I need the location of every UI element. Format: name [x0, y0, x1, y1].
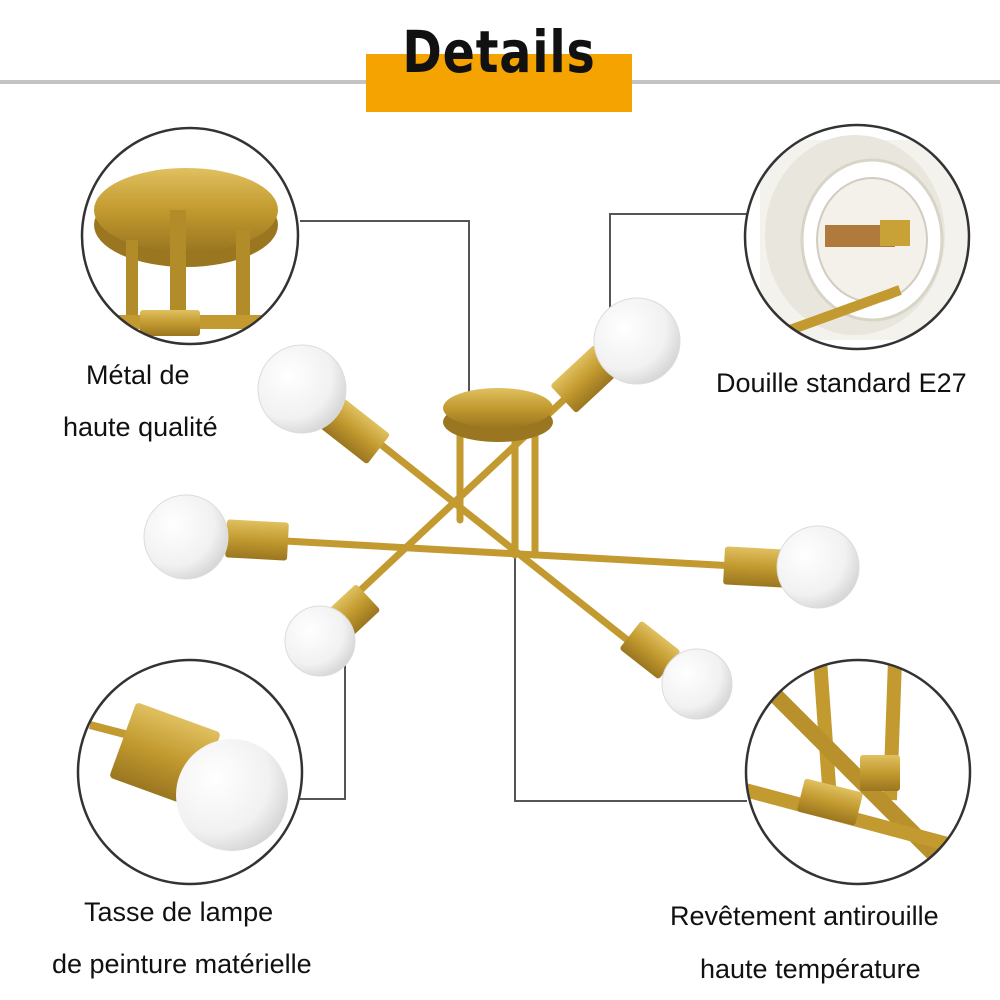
header-rule-right	[632, 80, 1000, 84]
header-rule-left	[0, 80, 366, 84]
callout-metal-line2: haute qualité	[63, 412, 218, 442]
arm	[281, 537, 739, 570]
chandelier	[143, 297, 860, 720]
callout-cup-line2: de peinture matérielle	[52, 949, 312, 979]
bulb	[661, 648, 733, 720]
bulb	[284, 605, 356, 677]
canopy-top	[443, 388, 553, 428]
socket	[620, 621, 680, 679]
callout-metal-line1: Métal de	[86, 360, 190, 390]
socket	[723, 546, 787, 588]
socket	[225, 519, 289, 561]
bulb	[143, 494, 229, 580]
callout-coating-line2: haute température	[700, 954, 921, 984]
callout-cup-line1: Tasse de lampe	[84, 897, 274, 927]
detail-socket	[743, 123, 971, 351]
bulb	[776, 525, 860, 609]
callout-coating-line1: Revêtement antirouille	[670, 901, 939, 931]
detail-lamp-cup	[76, 658, 304, 886]
bulb	[257, 344, 347, 434]
bulb	[593, 297, 681, 385]
page-title: Details	[402, 18, 596, 86]
callout-socket-line1: Douille standard E27	[716, 368, 967, 398]
detail-canopy	[80, 126, 300, 346]
detail-joint	[744, 658, 972, 886]
arm	[356, 424, 644, 654]
callout-connectors	[300, 213, 747, 802]
title-banner	[366, 54, 632, 112]
